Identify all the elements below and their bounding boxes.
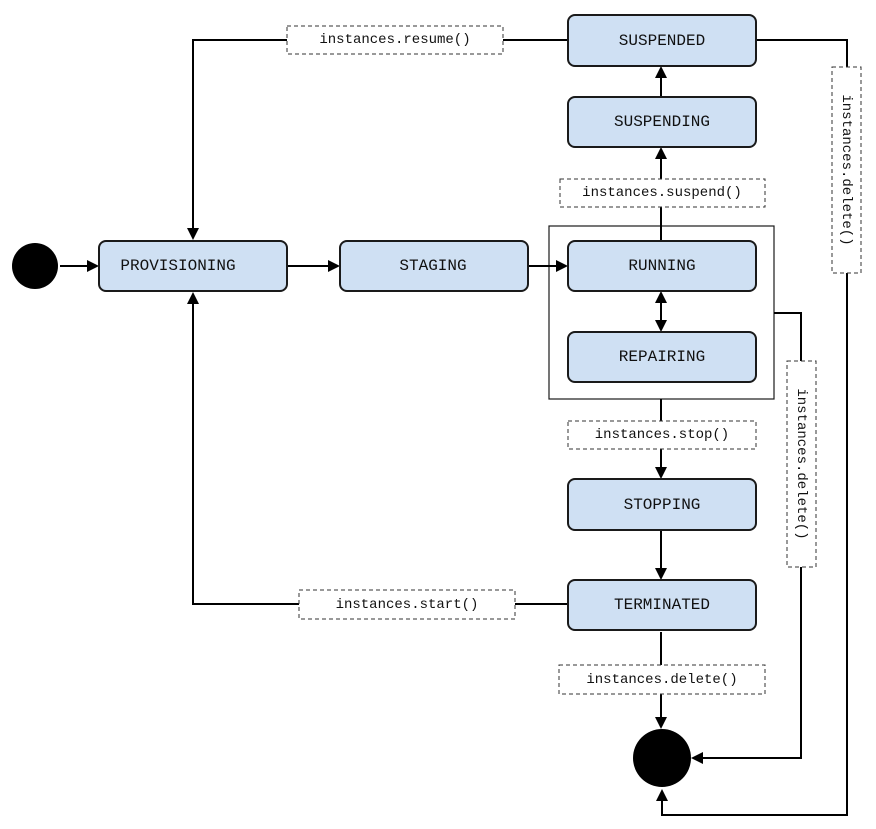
state-stopping: STOPPING [567,478,757,531]
state-stopping-label: STOPPING [624,496,701,514]
state-repairing-label: REPAIRING [619,348,705,366]
label-resume-text: instances.resume() [319,32,470,48]
label-delete-terminated-text: instances.delete() [586,672,737,688]
label-suspend: instances.suspend() [559,178,766,208]
edge-suspended-provisioning [187,39,568,240]
state-suspending-label: SUSPENDING [614,113,710,131]
start-node [12,243,58,289]
state-running-label: RUNNING [628,257,695,275]
end-node [633,729,691,787]
label-start-text: instances.start() [336,597,479,613]
state-running: RUNNING [567,240,757,292]
edge-suspended-end [656,39,848,816]
label-start: instances.start() [298,589,516,620]
state-staging: STAGING [339,240,529,292]
state-provisioning-label: PROVISIONING [120,257,235,275]
state-suspending: SUSPENDING [567,96,757,148]
state-repairing: REPAIRING [567,331,757,383]
state-suspended: SUSPENDED [567,14,757,67]
state-terminated-label: TERMINATED [614,596,710,614]
state-provisioning: PROVISIONING [98,240,288,292]
label-delete-suspended: instances.delete() [831,66,862,274]
state-suspended-label: SUSPENDED [619,32,705,50]
label-suspend-text: instances.suspend() [582,185,742,201]
label-delete-running: instances.delete() [786,360,817,568]
label-delete-suspended-text: instances.delete() [838,94,854,245]
state-staging-label: STAGING [399,257,466,275]
label-stop-text: instances.stop() [595,427,729,443]
label-delete-terminated: instances.delete() [558,664,766,695]
label-resume: instances.resume() [286,25,504,55]
label-stop: instances.stop() [567,420,757,450]
label-delete-running-text: instances.delete() [793,388,809,539]
edge-terminated-provisioning [187,292,568,605]
state-terminated: TERMINATED [567,579,757,631]
